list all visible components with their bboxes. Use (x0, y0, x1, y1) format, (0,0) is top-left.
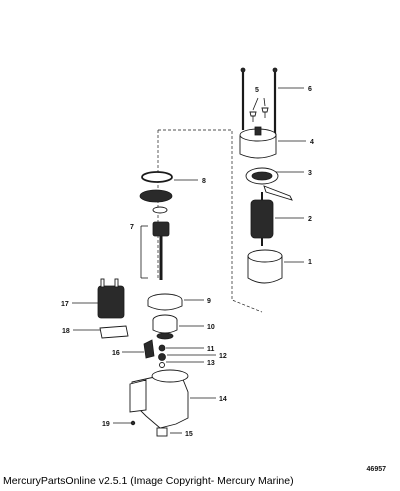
part-brush-holder (245, 167, 304, 201)
callout-10: 10 (207, 324, 215, 331)
figure-number: 46957 (366, 466, 386, 473)
part-plunger (73, 325, 129, 339)
callout-17: 17 (61, 301, 69, 308)
part-bushing (156, 427, 182, 437)
callout-18: 18 (62, 328, 70, 335)
callout-6: 6 (308, 86, 312, 93)
callout-11: 11 (207, 346, 215, 353)
part-o-ring (141, 171, 198, 183)
assembly-dashed-line (157, 129, 263, 313)
part-frame (247, 249, 304, 284)
image-caption: MercuryPartsOnline v2.5.1 (Image Copyrig… (3, 475, 294, 487)
part-screws (249, 97, 269, 122)
callout-4: 4 (310, 139, 314, 146)
callout-13: 13 (207, 360, 215, 367)
part-housing-bolt (113, 420, 136, 426)
callout-5: 5 (255, 87, 259, 94)
callout-15: 15 (185, 431, 193, 438)
part-through-bolts (240, 67, 304, 140)
callout-7: 7 (130, 224, 134, 231)
part-drive-assembly (139, 189, 173, 280)
part-armature (250, 192, 304, 246)
part-shift-lever (122, 339, 155, 359)
callout-2: 2 (308, 216, 312, 223)
part-drive (152, 314, 204, 340)
callout-8: 8 (202, 178, 206, 185)
part-drive-housing (129, 369, 216, 429)
callout-3: 3 (308, 170, 312, 177)
callout-19: 19 (102, 421, 110, 428)
callout-9: 9 (207, 298, 211, 305)
part-solenoid (72, 278, 125, 319)
part-small-hardware (158, 344, 216, 368)
callout-1: 1 (308, 259, 312, 266)
callout-16: 16 (112, 350, 120, 357)
part-end-cap (239, 126, 306, 159)
callout-14: 14 (219, 396, 227, 403)
callout-12: 12 (219, 353, 227, 360)
part-gear (147, 293, 204, 311)
